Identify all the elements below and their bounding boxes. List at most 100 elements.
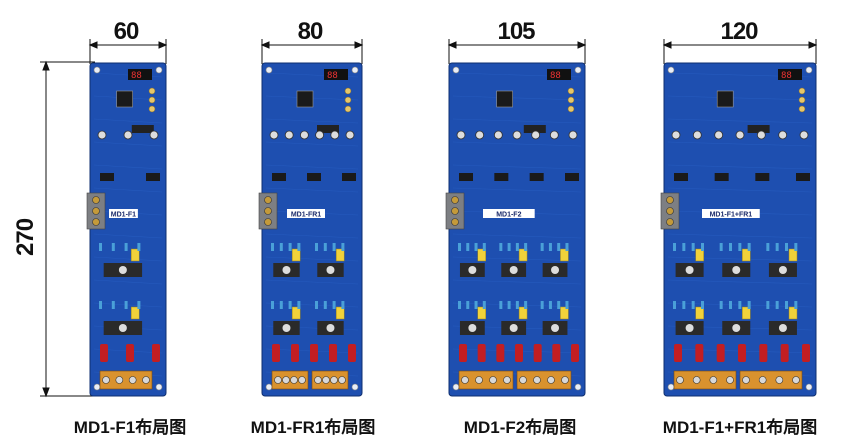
caption-board-2: MD1-FR1布局图 xyxy=(250,418,376,437)
pcb-trace xyxy=(265,187,359,193)
resistor xyxy=(111,243,115,251)
terminal-screw xyxy=(547,376,555,384)
mounting-hole xyxy=(93,383,101,391)
display-digits: 88 xyxy=(327,71,338,81)
push-button xyxy=(798,87,806,95)
pin-header xyxy=(747,125,770,133)
resistor xyxy=(565,301,569,309)
pcb-substrate xyxy=(89,62,167,397)
resistor xyxy=(524,243,528,251)
safety-capacitor xyxy=(759,344,768,362)
width-label-board-2: 80 xyxy=(297,18,324,45)
height-dim-arrow-bottom xyxy=(42,387,50,398)
electrolytic-capacitor xyxy=(799,130,809,140)
pcb-trace xyxy=(265,118,359,124)
safety-capacitor xyxy=(348,344,356,362)
resistor xyxy=(458,243,461,251)
resistor xyxy=(315,301,318,309)
safety-capacitor xyxy=(459,344,467,362)
mounting-hole xyxy=(452,383,460,391)
resistor xyxy=(766,243,770,251)
resistor xyxy=(341,301,345,309)
safety-capacitor xyxy=(515,344,523,362)
driver-ic xyxy=(100,173,114,181)
heatsink-screw xyxy=(282,324,291,332)
resistor xyxy=(341,243,345,251)
resistor xyxy=(775,301,779,309)
resistor xyxy=(499,301,503,309)
heatsink-screw xyxy=(778,266,787,274)
mounting-hole xyxy=(574,66,582,74)
safety-capacitor xyxy=(291,344,299,362)
terminal-screw xyxy=(264,218,272,226)
resistor xyxy=(515,243,519,251)
safety-capacitor xyxy=(571,344,579,362)
output-terminal-block xyxy=(673,370,737,390)
electrolytic-capacitor xyxy=(493,130,503,140)
terminal-screw xyxy=(533,376,541,384)
driver-ic xyxy=(307,173,321,181)
terminal-screw xyxy=(561,376,569,384)
output-terminal-block xyxy=(271,370,309,390)
display-digits: 88 xyxy=(781,71,792,81)
resistor xyxy=(482,301,486,309)
safety-capacitor xyxy=(100,344,108,362)
mounting-hole xyxy=(805,383,813,391)
safety-capacitor xyxy=(152,344,160,362)
electrolytic-capacitor xyxy=(778,130,788,140)
width-dim-arrow-left-3 xyxy=(447,41,457,49)
resistor xyxy=(279,243,283,251)
resistor xyxy=(507,301,511,309)
push-button xyxy=(567,96,575,104)
electrolytic-capacitor xyxy=(756,130,766,140)
resistor xyxy=(691,243,695,251)
dimension-lines xyxy=(40,39,818,398)
resistor xyxy=(466,301,470,309)
resistor xyxy=(124,301,128,309)
safety-capacitor xyxy=(552,344,561,362)
push-button xyxy=(148,105,156,113)
electrolytic-capacitor xyxy=(330,130,340,140)
driver-ic xyxy=(342,173,356,181)
terminal-screw xyxy=(475,376,483,384)
heatsink-screw xyxy=(732,324,741,332)
height-dim-arrow-top xyxy=(42,60,50,71)
heatsink-screw xyxy=(509,324,518,332)
pcb-trace xyxy=(452,164,582,170)
resistor xyxy=(482,243,486,251)
film-capacitor xyxy=(291,306,301,320)
pcb-trace xyxy=(452,256,582,262)
film-capacitor xyxy=(788,248,798,262)
output-terminal-block xyxy=(739,370,803,390)
board-tag-plate xyxy=(287,209,325,218)
push-button xyxy=(344,96,352,104)
mounting-hole xyxy=(155,383,163,391)
width-dim-arrow-right-4 xyxy=(808,41,818,49)
electrolytic-capacitor xyxy=(568,130,578,140)
seven-segment-display xyxy=(324,69,348,80)
resistor xyxy=(323,301,327,309)
electrolytic-capacitor xyxy=(299,130,309,140)
heatsink-screw xyxy=(778,324,787,332)
resistor xyxy=(466,243,470,251)
safety-capacitor xyxy=(716,344,725,362)
pin-header xyxy=(317,125,339,133)
caption-board-4: MD1-F1+FR1布局图 xyxy=(662,418,818,437)
terminal-screw xyxy=(142,376,150,384)
film-capacitor xyxy=(130,248,140,262)
resistor xyxy=(540,301,544,309)
resistor xyxy=(548,243,552,251)
terminal-screw xyxy=(775,376,784,384)
safety-capacitor xyxy=(533,344,542,362)
mounting-hole xyxy=(155,66,163,74)
safety-capacitor xyxy=(695,344,704,362)
electrolytic-capacitor xyxy=(714,130,724,140)
driver-ic xyxy=(272,173,286,181)
pcb-trace xyxy=(93,187,163,193)
resistor xyxy=(719,243,723,251)
terminal-screw xyxy=(128,376,137,384)
film-capacitor xyxy=(695,248,704,262)
